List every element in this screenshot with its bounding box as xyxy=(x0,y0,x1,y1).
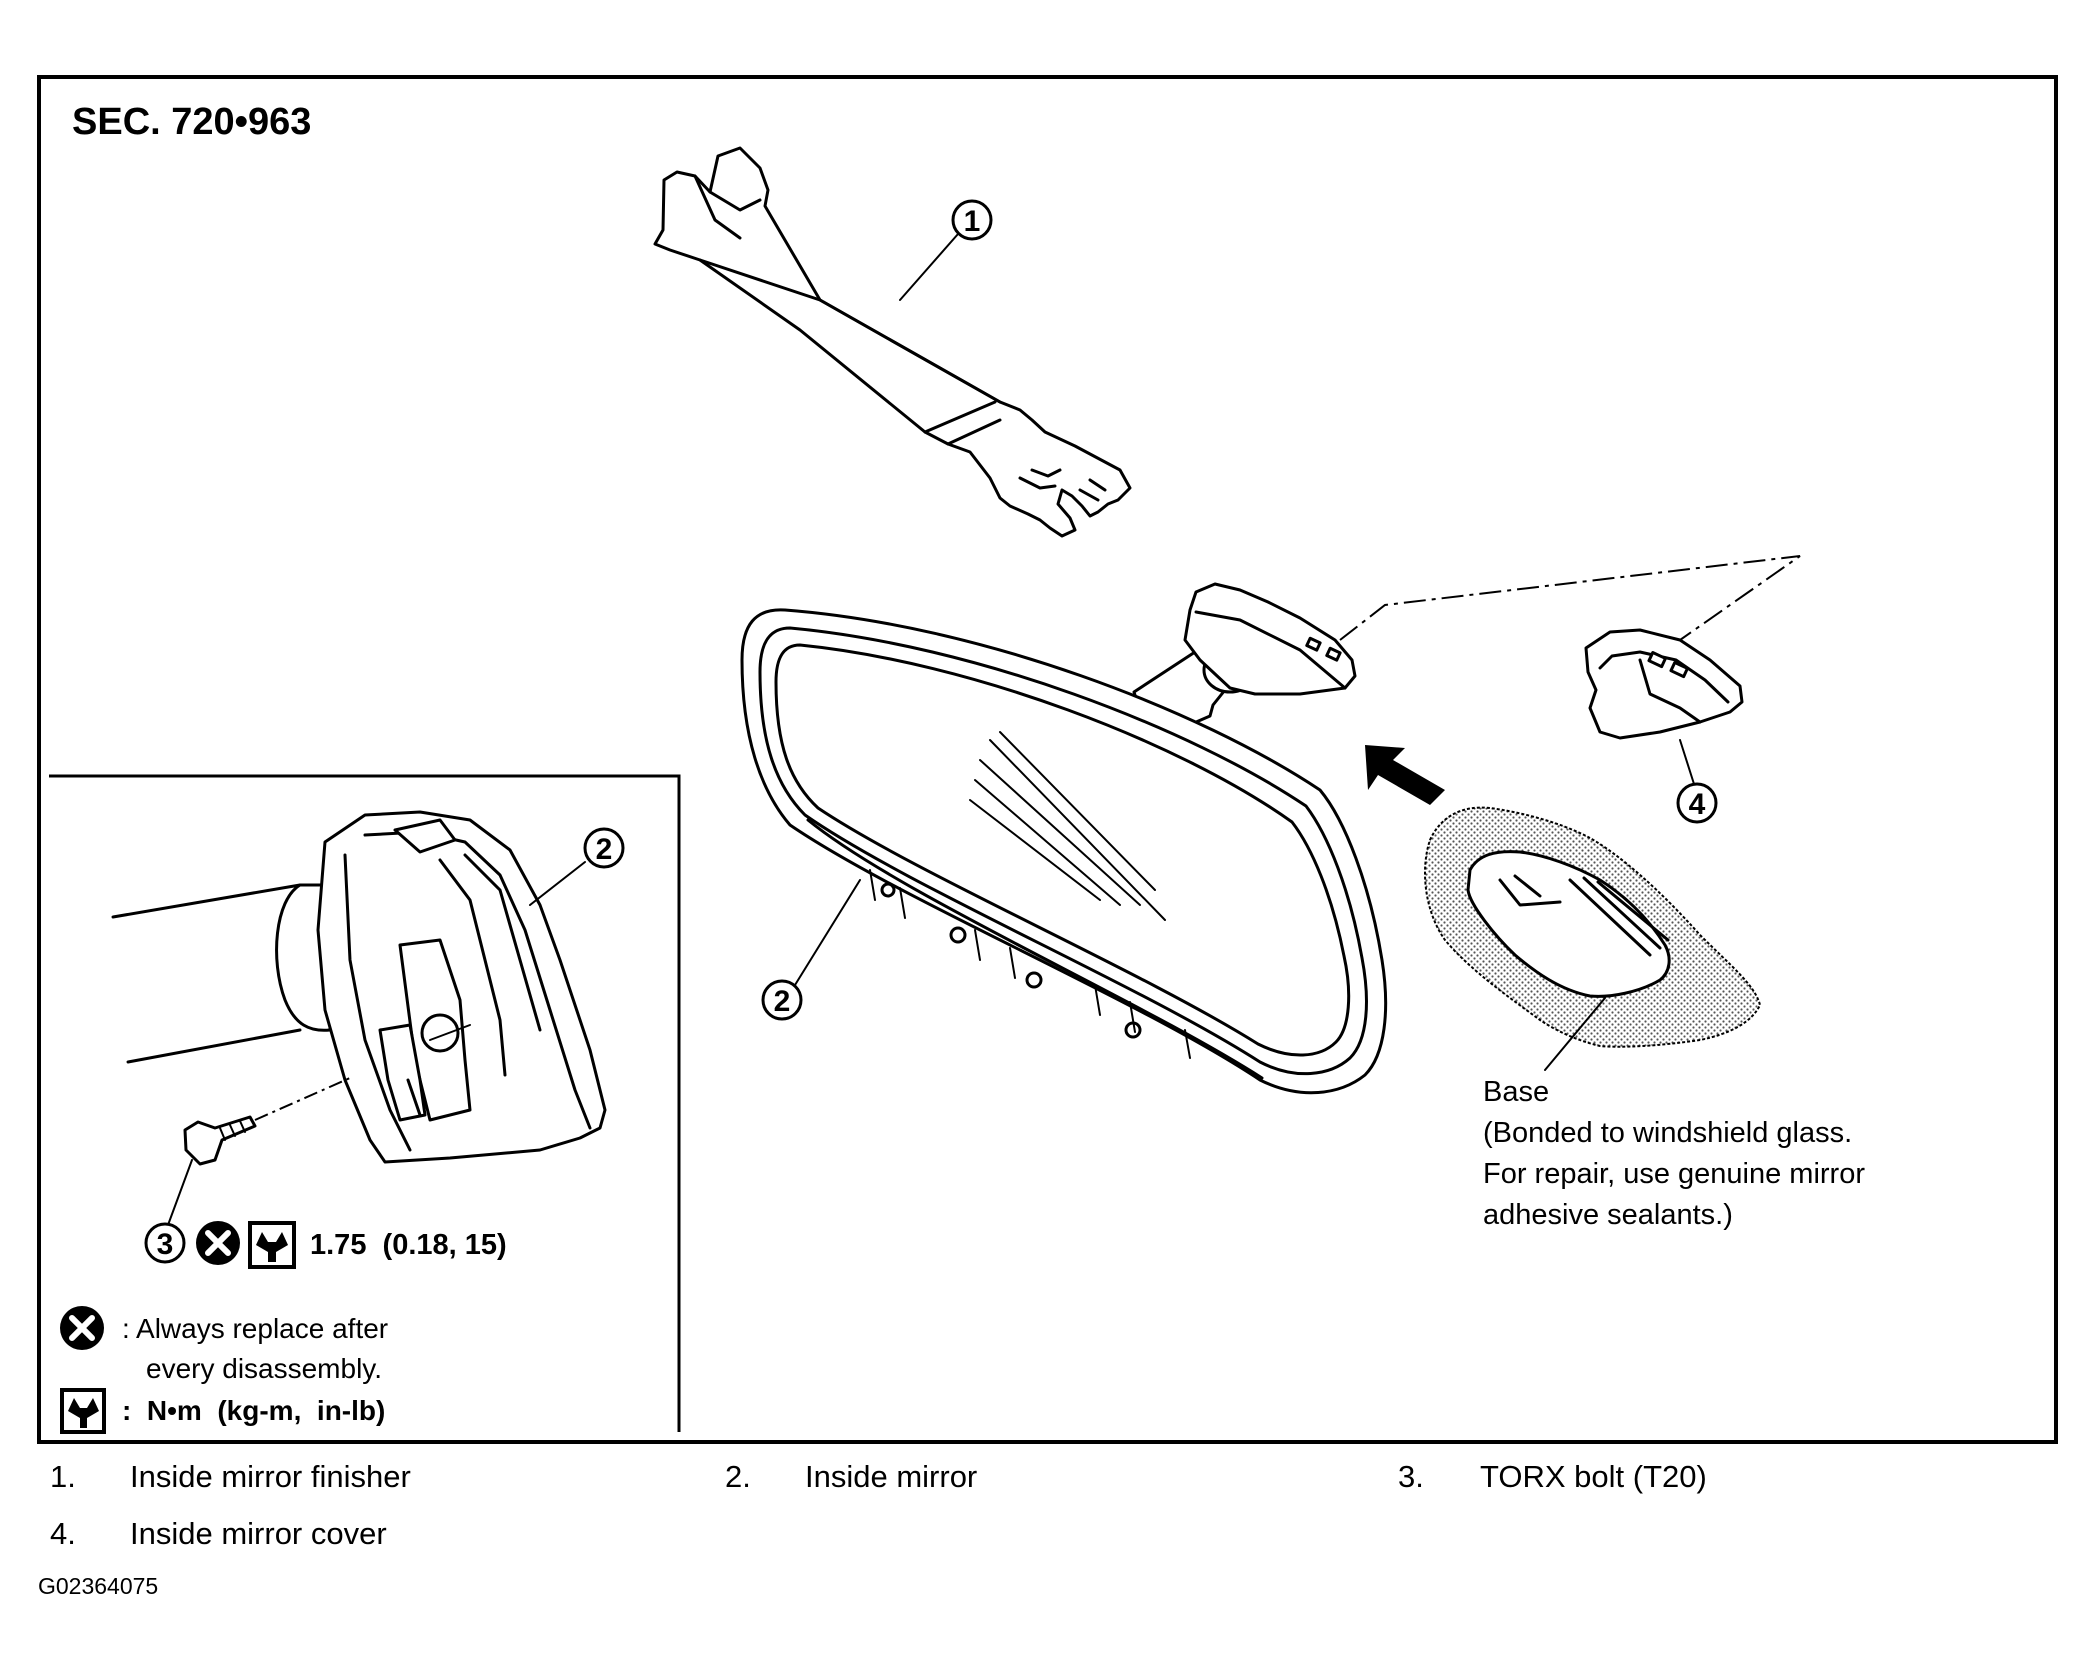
inset-frame xyxy=(49,774,681,1432)
inset-detail-drawing xyxy=(111,810,607,1166)
legend-replace-line-1: : Always replace after xyxy=(122,1313,388,1344)
base-drawing xyxy=(1424,806,1762,1048)
parts-list: 1. Inside mirror finisher 2. Inside mirr… xyxy=(50,1459,1707,1551)
base-note: Base (Bonded to windshield glass. For re… xyxy=(1483,1076,1865,1231)
alignment-dashed-line xyxy=(1339,555,1801,641)
section-label: SEC. 720•963 xyxy=(72,101,311,143)
part-2-name: Inside mirror xyxy=(805,1459,977,1494)
torque-wrench-icon xyxy=(60,1388,106,1434)
part-4-name: Inside mirror cover xyxy=(130,1516,387,1551)
part-1-number: 1. xyxy=(50,1459,76,1494)
base-note-line-4: adhesive sealants.) xyxy=(1483,1199,1733,1231)
always-replace-icon xyxy=(60,1306,104,1350)
base-note-line-1: Base xyxy=(1483,1076,1549,1108)
legend-replace-line-2: every disassembly. xyxy=(146,1353,382,1384)
callout-2-inset: 2 xyxy=(596,833,613,866)
callout-2-main: 2 xyxy=(774,985,791,1018)
part-3-number: 3. xyxy=(1398,1459,1424,1494)
part-2-number: 2. xyxy=(725,1459,751,1494)
part-1-name: Inside mirror finisher xyxy=(130,1459,411,1494)
figure-id: G02364075 xyxy=(38,1573,158,1599)
callout-3: 3 xyxy=(157,1228,174,1261)
part-4-number: 4. xyxy=(50,1516,76,1551)
inside-mirror-drawing xyxy=(740,582,1388,1095)
callout-1: 1 xyxy=(964,205,981,238)
legend-torque-units: : N•m (kg-m, in-lb) xyxy=(122,1395,385,1426)
always-replace-icon xyxy=(196,1221,240,1265)
figure-frame xyxy=(37,75,2058,1444)
installation-direction-arrow xyxy=(1365,745,1445,805)
part-3-name: TORX bolt (T20) xyxy=(1480,1459,1707,1494)
base-note-line-3: For repair, use genuine mirror xyxy=(1483,1158,1865,1190)
callout-4: 4 xyxy=(1689,788,1706,821)
mirror-cover-drawing xyxy=(1584,628,1744,740)
legend: : Always replace after every disassembly… xyxy=(60,1306,388,1434)
mirror-finisher-drawing xyxy=(653,146,1132,538)
base-note-line-2: (Bonded to windshield glass. xyxy=(1483,1117,1852,1149)
torque-spec: 1.75 (0.18, 15) xyxy=(310,1229,507,1261)
torque-wrench-icon xyxy=(248,1221,296,1269)
